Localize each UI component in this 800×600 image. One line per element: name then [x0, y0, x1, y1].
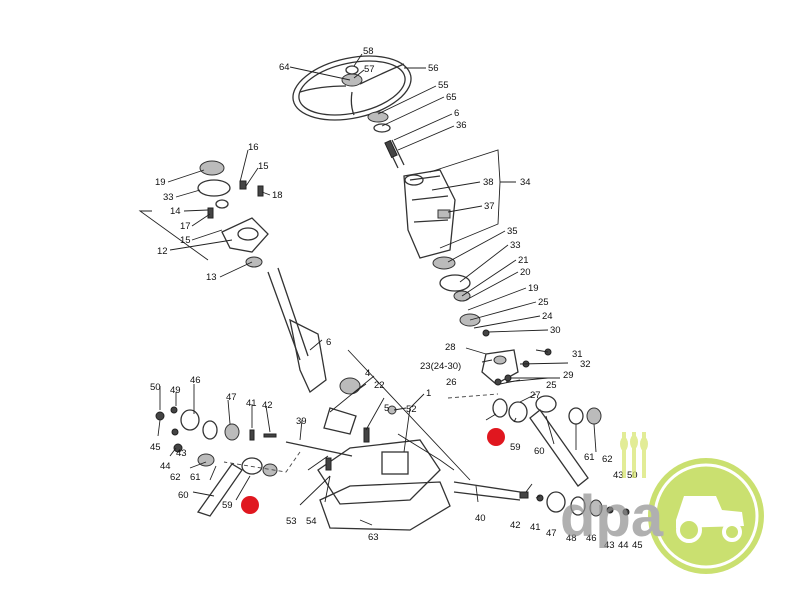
label-15-top: 15	[258, 161, 269, 172]
label-24: 24	[542, 311, 553, 322]
label-26: 26	[446, 377, 457, 388]
label-57: 57	[364, 64, 375, 75]
label-35: 35	[507, 226, 518, 237]
label-58: 58	[363, 46, 374, 57]
label-52: 52	[406, 404, 417, 415]
label-53: 53	[286, 516, 297, 527]
steering-gearbox	[285, 405, 451, 531]
label-45-right: 45	[632, 540, 643, 551]
steering-wheel	[292, 55, 412, 121]
label-54: 54	[306, 516, 317, 527]
label-17: 17	[180, 221, 191, 232]
label-20: 20	[520, 267, 531, 278]
label-42-right: 42	[510, 520, 521, 531]
label-50-left: 50	[150, 382, 161, 393]
label-43-left: 43	[176, 448, 187, 459]
label-15-bottom: 15	[180, 235, 191, 246]
label-30: 30	[550, 325, 561, 336]
label-1: 1	[426, 388, 431, 399]
watermark-text: dpa	[560, 484, 664, 549]
left-cover-assembly	[197, 160, 269, 268]
label-18: 18	[272, 190, 283, 201]
label-6-lower: 6	[326, 337, 331, 348]
assembly-dashed-guides	[223, 393, 499, 473]
label-48: 48	[566, 533, 577, 544]
right-cover-assembly	[481, 348, 552, 386]
label-39: 39	[296, 416, 307, 427]
label-5: 5	[384, 403, 389, 414]
steering-shaft-lower	[267, 267, 361, 395]
label-6-top: 6	[454, 108, 459, 119]
label-40: 40	[475, 513, 486, 524]
label-37: 37	[484, 201, 495, 212]
label-59-right: 59	[510, 442, 521, 453]
part-labels: 64 58 57 56 55 65 6 36 38 34 37 35 33 21…	[150, 46, 643, 551]
label-64: 64	[279, 62, 290, 73]
highlight-dot-right	[487, 428, 505, 446]
label-27: 27	[530, 390, 541, 401]
label-28: 28	[445, 342, 456, 353]
label-42-left: 42	[262, 400, 273, 411]
label-55: 55	[438, 80, 449, 91]
label-41-left: 41	[246, 398, 257, 409]
label-25-top: 25	[538, 297, 549, 308]
label-13: 13	[206, 272, 217, 283]
label-60-left: 60	[178, 490, 189, 501]
label-63: 63	[368, 532, 379, 543]
label-12: 12	[157, 246, 168, 257]
label-46: 46	[190, 375, 201, 386]
label-62-left: 62	[170, 472, 181, 483]
label-49: 49	[170, 385, 181, 396]
label-41-right: 41	[530, 522, 541, 533]
label-33-left: 33	[163, 192, 174, 203]
steering-shaft-upper	[367, 111, 405, 169]
label-61-left: 61	[190, 472, 201, 483]
label-21: 21	[518, 255, 529, 266]
right-pitman-arm	[492, 395, 602, 487]
left-pitman-arm	[196, 453, 278, 517]
label-32: 32	[580, 359, 591, 370]
leader-lines	[138, 53, 597, 526]
left-seal-parts	[155, 406, 277, 453]
label-60-right: 60	[534, 446, 545, 457]
output-shaft	[453, 481, 630, 517]
label-16: 16	[248, 142, 259, 153]
label-46-right: 46	[586, 533, 597, 544]
label-38: 38	[483, 177, 494, 188]
label-56: 56	[428, 63, 439, 74]
label-4: 4	[365, 368, 370, 379]
label-33-right: 33	[510, 240, 521, 251]
label-25-bottom: 25	[546, 380, 557, 391]
label-22: 22	[374, 380, 385, 391]
label-31: 31	[572, 349, 583, 360]
label-59-left: 59	[222, 500, 233, 511]
label-44-right: 44	[618, 540, 629, 551]
dpa-watermark-logo: dpa	[560, 432, 764, 574]
label-29: 29	[563, 370, 574, 381]
label-44-left: 44	[160, 461, 171, 472]
label-14: 14	[170, 206, 181, 217]
label-19-right: 19	[528, 283, 539, 294]
wheat-icon	[620, 432, 648, 478]
label-43-right: 43	[613, 470, 624, 481]
label-62-right: 62	[602, 454, 613, 465]
label-61-right: 61	[584, 452, 595, 463]
label-43-right-bottom: 43	[604, 540, 615, 551]
label-19-left: 19	[155, 177, 166, 188]
label-47-right: 47	[546, 528, 557, 539]
highlight-dot-left	[241, 496, 259, 514]
seals-stack	[432, 256, 490, 337]
label-65: 65	[446, 92, 457, 103]
label-47-left: 47	[226, 392, 237, 403]
label-23: 23(24-30)	[420, 361, 461, 372]
column-housing	[403, 169, 456, 259]
label-45-left: 45	[150, 442, 161, 453]
label-36: 36	[456, 120, 467, 131]
label-34: 34	[520, 177, 531, 188]
